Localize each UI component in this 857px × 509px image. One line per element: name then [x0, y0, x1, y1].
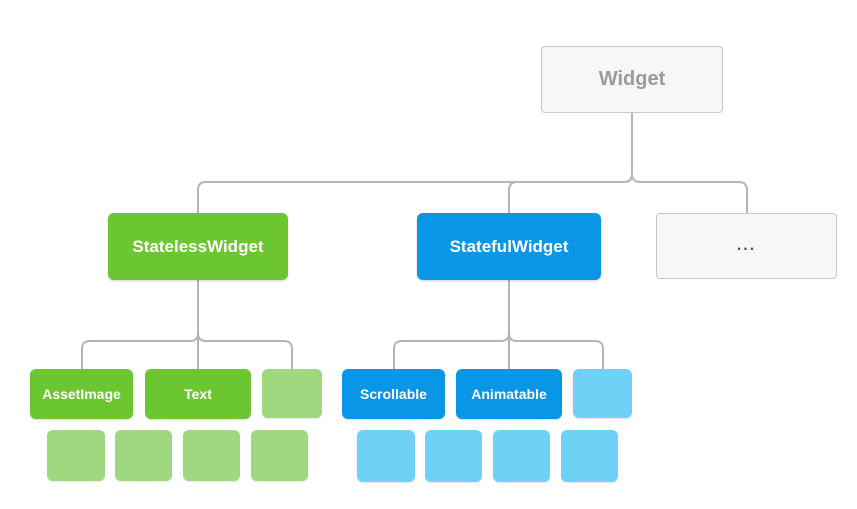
node-scrollable-label: Scrollable — [360, 386, 427, 402]
placeholder-square-green-1 — [47, 430, 105, 481]
connector-stateful-unnamed — [508, 280, 604, 369]
node-stateless-unnamed-child — [262, 369, 322, 418]
node-statefulwidget-label: StatefulWidget — [449, 236, 569, 256]
connector-widget-statefulwidget — [508, 113, 633, 213]
node-statelesswidget: StatelessWidget — [108, 213, 288, 280]
node-widget: Widget — [541, 46, 723, 113]
node-widget-label: Widget — [598, 68, 666, 90]
placeholder-square-blue-1 — [357, 430, 415, 482]
placeholder-square-green-2 — [115, 430, 172, 481]
node-stateful-unnamed-child — [573, 369, 632, 418]
placeholder-square-blue-4 — [561, 430, 618, 482]
node-text-label: Text — [184, 386, 212, 402]
connector-stateful-scrollable — [393, 280, 510, 369]
node-ellipsis: ... — [656, 213, 837, 279]
node-statelesswidget-label: StatelessWidget — [132, 236, 264, 256]
node-assetimage: AssetImage — [30, 369, 133, 419]
node-text: Text — [145, 369, 251, 419]
placeholder-square-green-4 — [251, 430, 308, 481]
node-animatable: Animatable — [456, 369, 562, 419]
node-scrollable: Scrollable — [342, 369, 445, 419]
connector-stateless-unnamed — [197, 280, 293, 369]
node-ellipsis-label: ... — [736, 237, 757, 254]
node-statefulwidget: StatefulWidget — [417, 213, 601, 280]
connector-widget-statelesswidget — [197, 113, 633, 213]
connector-stateless-assetimage — [81, 280, 199, 369]
connector-widget-ellipsis — [631, 113, 748, 213]
placeholder-square-blue-3 — [493, 430, 550, 482]
node-assetimage-label: AssetImage — [42, 386, 121, 402]
placeholder-square-blue-2 — [425, 430, 482, 482]
node-animatable-label: Animatable — [471, 386, 547, 402]
placeholder-square-green-3 — [183, 430, 240, 481]
